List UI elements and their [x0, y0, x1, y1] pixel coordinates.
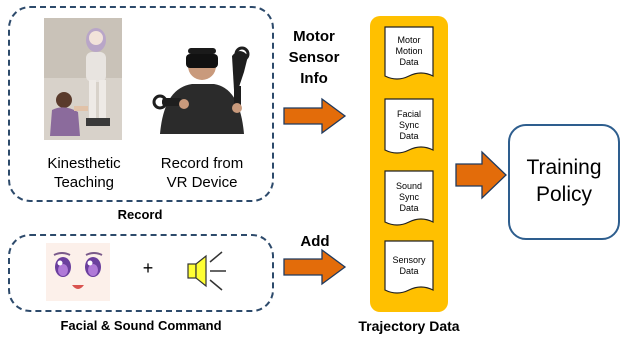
- kinesthetic-caption: Kinesthetic Teaching: [28, 154, 140, 192]
- doc-motor-line2: Motion: [395, 46, 423, 56]
- vr-caption-line2: VR Device: [166, 174, 238, 191]
- record-group-box: [8, 6, 274, 202]
- facial-expression-image: [46, 243, 110, 301]
- kinesthetic-teaching-photo: [44, 18, 122, 140]
- training-policy-box: [508, 124, 620, 240]
- motor-label-line2: Sensor: [288, 49, 340, 66]
- doc-motor-motion: Motor Motion Data: [384, 26, 434, 84]
- training-policy-label: Training Policy: [508, 154, 620, 208]
- doc-facial-sync: Facial Sync Data: [384, 98, 434, 158]
- motor-sensor-info-label: Motor Sensor Info: [276, 26, 352, 89]
- doc-facial-line2: Sync: [398, 120, 419, 130]
- training-line1: Training: [526, 156, 602, 179]
- doc-facial-line3: Data: [399, 131, 419, 141]
- doc-sound-line1: Sound: [395, 181, 423, 191]
- training-line2: Policy: [535, 183, 593, 206]
- plus-sign: +: [142, 258, 154, 278]
- kinesthetic-caption-line2: Teaching: [53, 174, 115, 191]
- record-to-trajectory-arrow: [282, 97, 348, 135]
- motor-label-line3: Info: [300, 70, 328, 87]
- command-to-trajectory-arrow: [282, 248, 348, 286]
- doc-motor-line3: Data: [399, 57, 419, 67]
- doc-sensory: Sensory Data: [384, 240, 434, 298]
- motor-label-line1: Motor: [293, 28, 335, 45]
- vr-caption: Record from VR Device: [140, 154, 264, 192]
- doc-sound-sync: Sound Sync Data: [384, 170, 434, 230]
- doc-sensory-line1: Sensory: [392, 255, 426, 265]
- command-group-box: [8, 234, 274, 312]
- doc-sensory-line2: Data: [399, 266, 419, 276]
- add-label: Add: [300, 233, 330, 250]
- trajectory-to-training-arrow: [454, 150, 508, 200]
- record-label: Record: [117, 207, 163, 222]
- vr-caption-line1: Record from: [160, 155, 244, 172]
- doc-motor-line1: Motor: [397, 35, 421, 45]
- command-label: Facial & Sound Command: [60, 318, 222, 333]
- speaker-icon: [182, 248, 232, 296]
- trajectory-data-label: Trajectory Data: [358, 318, 460, 334]
- kinesthetic-caption-line1: Kinesthetic: [47, 155, 121, 172]
- doc-facial-line1: Facial: [396, 109, 421, 119]
- doc-sound-line3: Data: [399, 203, 419, 213]
- doc-sound-line2: Sync: [398, 192, 419, 202]
- vr-device-photo: [140, 38, 264, 134]
